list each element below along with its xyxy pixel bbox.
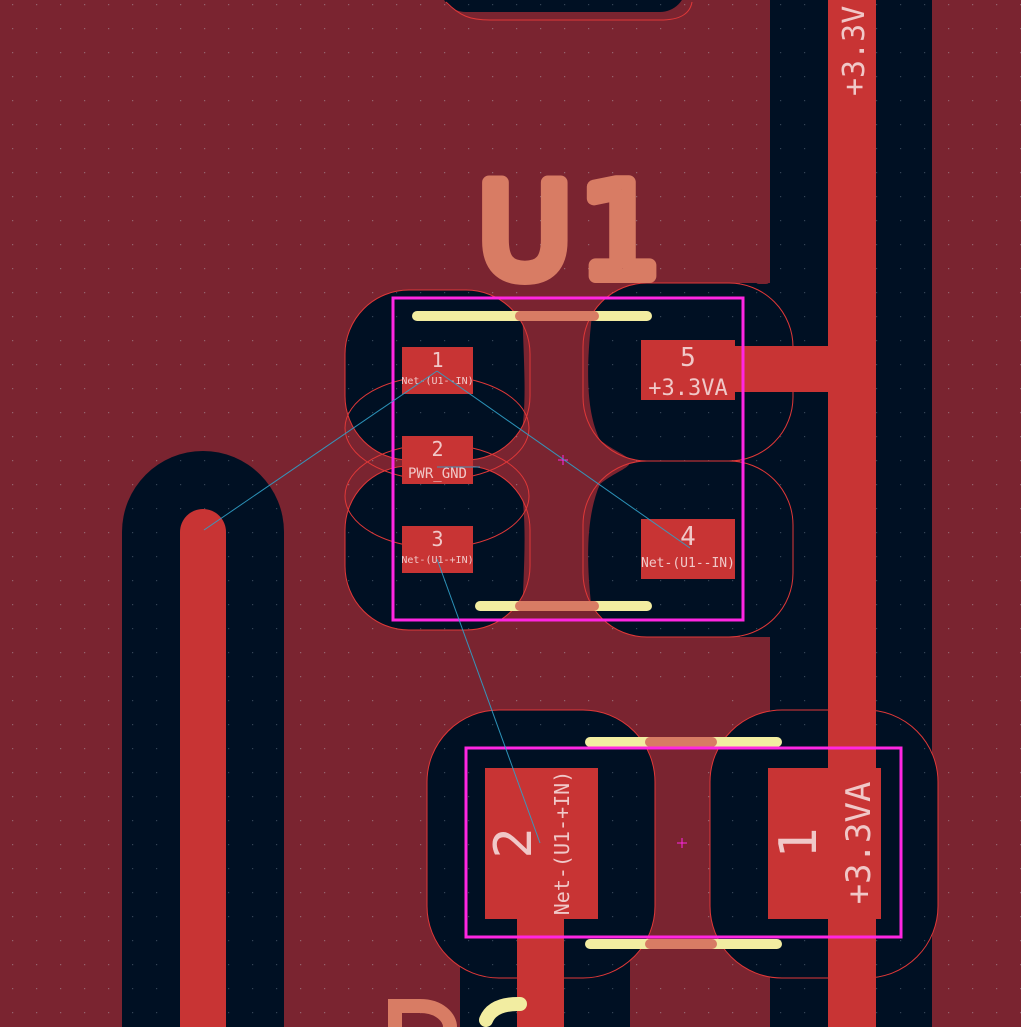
c-lower-footprint[interactable]: 2 Net-(U1-+IN) 1 +3.3VA [484,768,881,919]
u1-courtyard [391,296,745,622]
pad-number: 5 [680,343,696,373]
c-lower-pad-2[interactable]: 2 Net-(U1-+IN) [484,768,598,919]
u1-origin-marker-icon [558,455,568,465]
ratsnest [203,370,691,844]
c-lower-origin-marker-icon [677,838,687,848]
partial-component-bottom: D [388,997,527,1027]
pad-number: 3 [431,527,443,551]
u1-pad-3[interactable]: 3 Net-(U1-+IN) [401,526,474,573]
pad-number: 2 [431,437,443,461]
u1-refdes: U1 [478,158,669,307]
pad-net-name: Net-(U1-+IN) [550,771,574,916]
pad-number: 4 [680,522,696,552]
pad-net-name: Net-(U1--IN) [401,376,473,387]
pad-net-name: +3.3VA [839,782,879,905]
u1-pad-5[interactable]: 5 +3.3VA [641,340,735,401]
u1-pad-2[interactable]: 2 PWR_GND [402,436,473,484]
u1-pad-4[interactable]: 4 Net-(U1--IN) [641,519,735,579]
pad-number: 1 [769,827,829,858]
pad-number: 1 [431,348,443,372]
track-net-label: +3.3V [837,6,872,96]
track-left-vertical[interactable] [180,509,226,1027]
u1-silkscreen [412,311,652,611]
pad-net-name: PWR_GND [408,466,467,482]
c-lower-silkscreen [585,737,782,949]
pad-net-name: +3.3VA [648,376,727,401]
c-lower-courtyard [464,746,903,939]
c-lower-pad-1[interactable]: 1 +3.3VA [768,768,881,919]
u1-pad-1[interactable]: 1 Net-(U1--IN) [401,347,474,394]
pad-net-name: Net-(U1--IN) [641,556,735,571]
pad-number: 2 [484,827,544,858]
track-u1-pad5-stub[interactable] [734,346,834,392]
